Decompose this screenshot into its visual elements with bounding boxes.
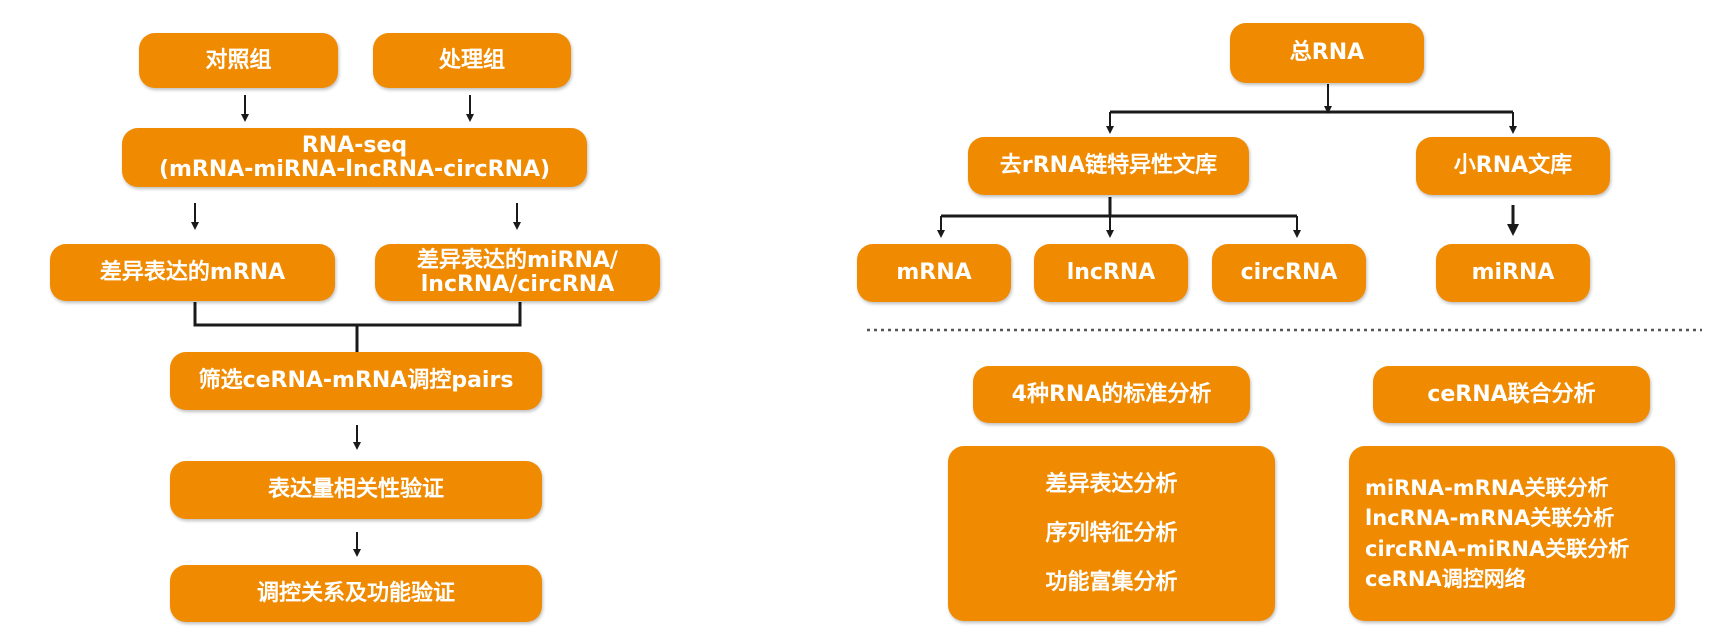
box-rnaseq: RNA-seq (mRNA-miRNA-lncRNA-circRNA) (122, 128, 587, 187)
box-control-group: 对照组 (139, 33, 338, 88)
box-lncrna: lncRNA (1034, 244, 1188, 302)
standard-item: 功能富集分析 (1045, 570, 1178, 596)
box-diff-mrna: 差异表达的mRNA (50, 244, 335, 301)
cerna-item: ceRNA调控网络 (1365, 566, 1526, 591)
box-function-validation: 调控关系及功能验证 (170, 565, 542, 622)
box-total-rna: 总RNA (1230, 23, 1424, 83)
box-screen-pairs: 筛选ceRNA-mRNA调控pairs (170, 352, 542, 410)
diff-other-line1: 差异表达的miRNA/ (417, 248, 618, 274)
rnaseq-line1: RNA-seq (301, 133, 408, 159)
box-small-rna-library: 小RNA文库 (1416, 137, 1610, 195)
cerna-item: circRNA-miRNA关联分析 (1365, 536, 1630, 561)
box-standard-analysis-list: 差异表达分析 序列特征分析 功能富集分析 (948, 446, 1275, 621)
box-cerna-analysis: ceRNA联合分析 (1373, 366, 1650, 423)
cerna-item: miRNA-mRNA关联分析 (1365, 476, 1609, 501)
standard-item: 序列特征分析 (1045, 520, 1178, 546)
merge-bracket (193, 302, 522, 327)
standard-item: 差异表达分析 (1045, 471, 1178, 497)
box-mirna: miRNA (1436, 244, 1590, 302)
box-cerna-analysis-list: miRNA-mRNA关联分析 lncRNA-mRNA关联分析 circRNA-m… (1349, 446, 1675, 621)
box-standard-analysis: 4种RNA的标准分析 (973, 366, 1250, 423)
diff-other-line2: lncRNA/circRNA (420, 271, 615, 297)
box-rrna-library: 去rRNA链特异性文库 (968, 137, 1249, 195)
box-diff-other-rna: 差异表达的miRNA/ lncRNA/circRNA (375, 244, 660, 301)
box-correlation-validation: 表达量相关性验证 (170, 461, 542, 519)
box-circrna: circRNA (1212, 244, 1366, 302)
rnaseq-line2: (mRNA-miRNA-lncRNA-circRNA) (158, 156, 551, 182)
box-mrna: mRNA (857, 244, 1011, 302)
cerna-item: lncRNA-mRNA关联分析 (1365, 506, 1615, 531)
box-treatment-group: 处理组 (373, 33, 571, 88)
